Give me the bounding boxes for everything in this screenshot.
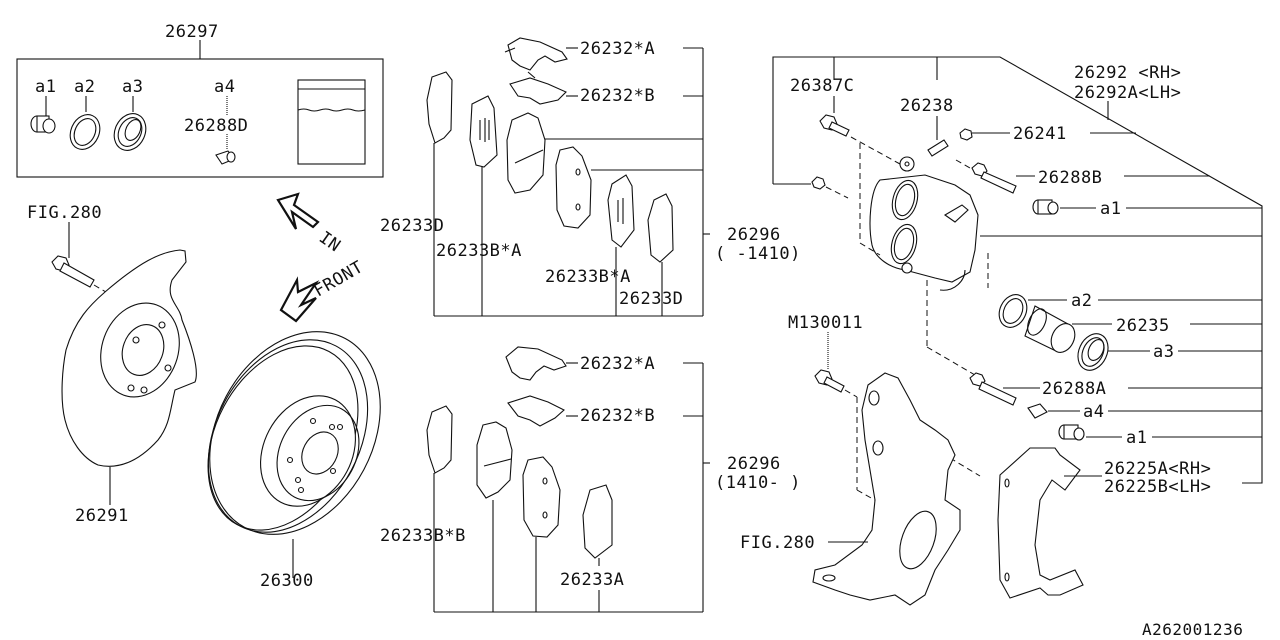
pad-clip-icon bbox=[505, 346, 567, 381]
label-caliper-lh[interactable]: 26292A<LH> bbox=[1074, 83, 1181, 103]
label-pad-kit-early-range: ( -1410) bbox=[715, 244, 801, 264]
seal-kit-group: 26297 a1 a2 a3 a4 26288D bbox=[16, 22, 384, 178]
label-pad-kit-early[interactable]: 26296 bbox=[727, 225, 781, 245]
brake-pad-icon bbox=[476, 421, 513, 499]
label-shim-d-left[interactable]: 26233D bbox=[380, 216, 444, 236]
caliper-body-icon bbox=[869, 156, 979, 291]
bolt-icon bbox=[814, 369, 845, 393]
piston-icon bbox=[1024, 305, 1076, 353]
label-fig280-left[interactable]: FIG.280 bbox=[27, 203, 102, 223]
label-pad-kit-late[interactable]: 26296 bbox=[727, 454, 781, 474]
label-shim-a[interactable]: 26233A bbox=[560, 570, 624, 590]
label-shim-d-right[interactable]: 26233D bbox=[619, 289, 683, 309]
bushing-icon bbox=[1027, 403, 1048, 419]
pad-clip-icon bbox=[509, 77, 567, 105]
label-guide-pin-26288a[interactable]: 26288A bbox=[1042, 379, 1106, 399]
dust-cover-shape bbox=[61, 249, 197, 467]
brake-pad-icon bbox=[522, 456, 561, 538]
piston-seal-icon bbox=[998, 294, 1028, 328]
label-shim-ba-left[interactable]: 26233B*A bbox=[436, 241, 522, 261]
label-piston-26235[interactable]: 26235 bbox=[1116, 316, 1170, 336]
label-seal-kit[interactable]: 26297 bbox=[165, 22, 219, 42]
pad-kit-late-group: 26232*A 26232*B 26296 (1410- ) 26233B*B bbox=[380, 346, 801, 613]
steering-knuckle-icon bbox=[812, 372, 961, 606]
label-clip-b-early[interactable]: 26232*B bbox=[580, 86, 655, 106]
caliper-group: 26292 <RH> 26292A<LH> 26387C 26238 26241 bbox=[772, 56, 1263, 599]
knuckle-group: M130011 FIG.280 bbox=[740, 313, 981, 606]
label-kit-26288d[interactable]: 26288D bbox=[184, 116, 248, 136]
guide-pin-icon bbox=[971, 162, 1017, 194]
guide-pin-icon bbox=[969, 372, 1017, 406]
label-shim-bb[interactable]: 26233B*B bbox=[380, 526, 466, 546]
shim-icon bbox=[647, 193, 674, 263]
label-clip-a-late[interactable]: 26232*A bbox=[580, 354, 655, 374]
label-support-lh[interactable]: 26225B<LH> bbox=[1104, 477, 1211, 497]
piston-boot-icon bbox=[1077, 333, 1109, 371]
label-boot-a3[interactable]: a3 bbox=[1153, 342, 1174, 362]
label-rotor[interactable]: 26300 bbox=[260, 571, 314, 591]
shim-icon bbox=[469, 95, 498, 168]
bolt-head-icon bbox=[811, 176, 826, 190]
dust-boot-icon bbox=[1032, 199, 1059, 215]
label-kit-a4[interactable]: a4 bbox=[214, 77, 235, 97]
label-kit-a2[interactable]: a2 bbox=[74, 77, 95, 97]
label-boot-a1-bottom[interactable]: a1 bbox=[1126, 428, 1147, 448]
brake-pad-icon bbox=[555, 146, 592, 229]
bleeder-cap-icon bbox=[959, 128, 973, 141]
shim-icon bbox=[426, 71, 453, 144]
dust-boot-icon bbox=[1058, 424, 1085, 441]
shim-icon bbox=[607, 174, 635, 248]
pad-kit-early-group: 26232*A 26232*B bbox=[380, 37, 801, 317]
label-boot-a1-top[interactable]: a1 bbox=[1100, 199, 1121, 219]
brake-rotor-group: 26300 bbox=[207, 331, 381, 591]
shim-icon bbox=[582, 484, 613, 559]
arrow-front-icon bbox=[279, 276, 320, 323]
label-fig280-knuckle[interactable]: FIG.280 bbox=[740, 533, 815, 553]
piston-boot-icon bbox=[113, 113, 147, 151]
diagram-reference-code: A262001236 bbox=[1142, 620, 1243, 639]
label-dust-cover[interactable]: 26291 bbox=[75, 506, 129, 526]
pad-clip-icon bbox=[507, 395, 565, 427]
label-kit-a1[interactable]: a1 bbox=[35, 77, 56, 97]
label-kit-a3[interactable]: a3 bbox=[122, 77, 143, 97]
label-bolt-26387c[interactable]: 26387C bbox=[790, 76, 854, 96]
dust-boot-icon bbox=[30, 115, 56, 134]
label-bleeder-26238[interactable]: 26238 bbox=[900, 96, 954, 116]
label-bushing-a4[interactable]: a4 bbox=[1083, 402, 1104, 422]
arrow-in-icon bbox=[276, 192, 320, 230]
bolt-icon bbox=[819, 114, 850, 137]
bleeder-screw-icon bbox=[927, 139, 949, 157]
label-in: IN bbox=[315, 228, 344, 257]
piston-seal-icon bbox=[69, 114, 101, 150]
bolt-icon bbox=[51, 255, 95, 288]
label-shim-ba-right[interactable]: 26233B*A bbox=[545, 267, 631, 287]
label-clip-a-early[interactable]: 26232*A bbox=[580, 39, 655, 59]
label-support-rh[interactable]: 26225A<RH> bbox=[1104, 459, 1211, 479]
caliper-support-icon bbox=[997, 447, 1084, 599]
label-clip-b-late[interactable]: 26232*B bbox=[580, 406, 655, 426]
label-bleeder-cap-26241[interactable]: 26241 bbox=[1013, 124, 1067, 144]
label-seal-a2[interactable]: a2 bbox=[1071, 291, 1092, 311]
label-bolt-m130011[interactable]: M130011 bbox=[788, 313, 863, 333]
direction-in: IN bbox=[276, 192, 344, 257]
seal-kit-box bbox=[16, 58, 384, 178]
label-pad-kit-late-range: (1410- ) bbox=[715, 473, 801, 493]
label-guide-pin-26288b[interactable]: 26288B bbox=[1038, 168, 1102, 188]
grease-packet-icon bbox=[297, 79, 366, 165]
bushing-icon bbox=[215, 150, 236, 165]
label-front: FRONT bbox=[311, 257, 367, 301]
label-caliper-rh[interactable]: 26292 <RH> bbox=[1074, 63, 1181, 83]
brake-pad-icon bbox=[506, 112, 546, 194]
pad-clip-icon bbox=[504, 37, 568, 79]
dust-cover-group: FIG.280 26291 bbox=[27, 203, 197, 526]
shim-icon bbox=[426, 405, 453, 474]
direction-front: FRONT bbox=[279, 257, 367, 323]
